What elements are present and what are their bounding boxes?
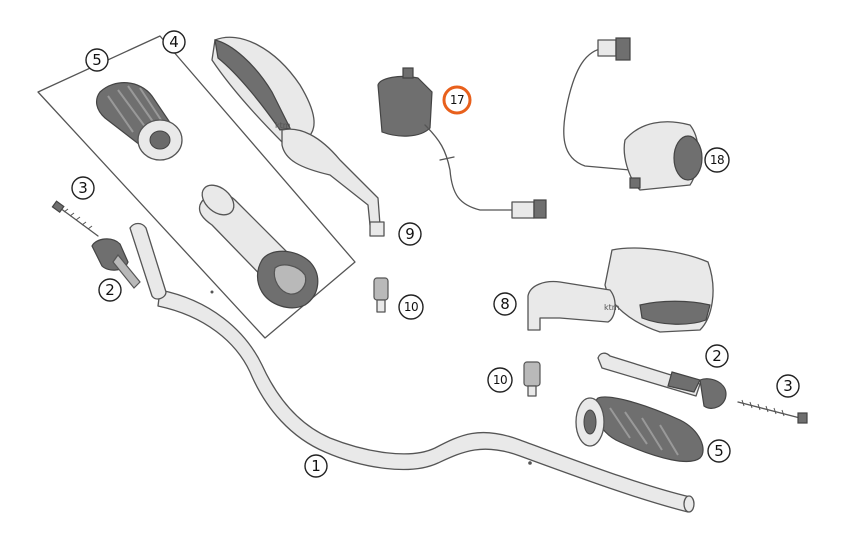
callout-8: 8: [493, 292, 517, 316]
callout-2-left-label: 2: [105, 281, 115, 299]
grip-right-drawing: [575, 396, 704, 463]
callout-10-left: 10: [487, 367, 513, 393]
grip-left-drawing: [95, 82, 183, 161]
callout-5-bottom: 5: [707, 439, 731, 463]
mirror-left-drawing: ktm: [527, 247, 714, 333]
callout-4-label: 4: [169, 33, 179, 51]
callout-18: 18: [704, 147, 730, 173]
callout-2-left: 2: [98, 278, 122, 302]
mirror-right-drawing: ktm: [211, 36, 385, 237]
callout-3-right: 3: [776, 374, 800, 398]
svg-text:ktm: ktm: [604, 303, 620, 312]
switch-left-drawing: [377, 67, 547, 219]
screw-right-drawing: [737, 399, 808, 424]
callout-10-right: 10: [398, 294, 424, 320]
callout-17-highlighted: 17: [442, 85, 472, 115]
adapter-right-drawing: [373, 277, 389, 313]
callout-9: 9: [398, 222, 422, 246]
callout-4: 4: [162, 30, 186, 54]
callout-5-bottom-label: 5: [714, 442, 724, 460]
callout-2-right: 2: [705, 344, 729, 368]
bar-end-tube-right: [597, 352, 727, 409]
adapter-left-drawing: [523, 361, 541, 397]
callout-5-top: 5: [85, 48, 109, 72]
callout-10-right-label: 10: [404, 300, 418, 314]
callout-9-label: 9: [405, 225, 415, 243]
callout-5-top-label: 5: [92, 51, 102, 69]
callout-10-left-label: 10: [493, 373, 507, 387]
callout-8-label: 8: [500, 295, 510, 313]
handlebar: [157, 289, 695, 513]
svg-text:ktm: ktm: [275, 121, 291, 130]
callout-3-right-label: 3: [783, 377, 793, 395]
grip-set-box: [37, 35, 356, 339]
throttle-grip-drawing: [198, 184, 319, 309]
callout-3-left-label: 3: [78, 179, 88, 197]
callout-17-label: 17: [450, 93, 464, 107]
screw-left-drawing: [51, 200, 99, 237]
switch-right-drawing: [563, 37, 703, 191]
callout-1: 1: [304, 454, 328, 478]
callout-1-label: 1: [311, 457, 321, 475]
callout-18-label: 18: [710, 153, 724, 167]
callout-3-left: 3: [71, 176, 95, 200]
bar-end-tube-left: [91, 222, 167, 300]
callout-2-right-label: 2: [712, 347, 722, 365]
